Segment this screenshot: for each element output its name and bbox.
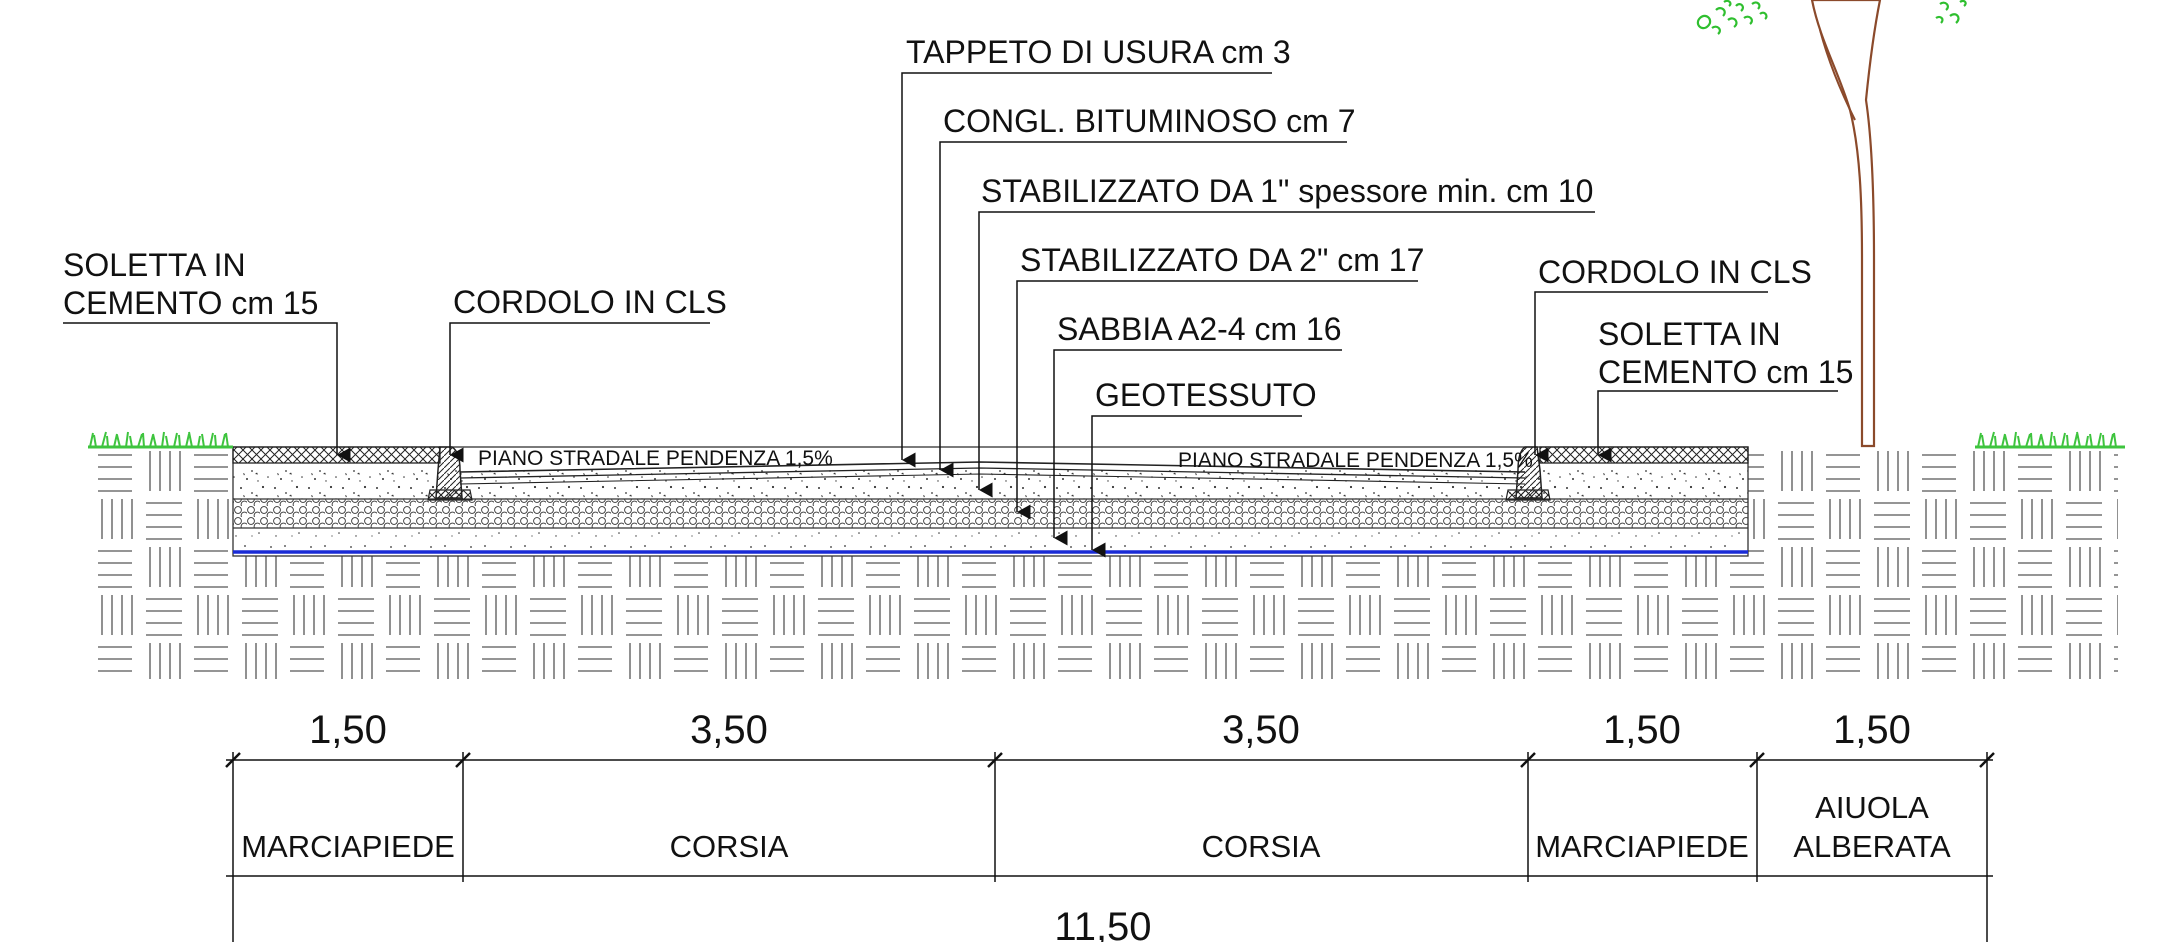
stabilizzato-2-layer: [233, 499, 1748, 528]
tree-icon: [1696, 0, 1967, 448]
grass-right: [1975, 431, 2125, 449]
segment-name-5a: AIUOLA: [1815, 790, 1929, 825]
label-soletta-right-2: CEMENTO cm 15: [1598, 354, 1853, 390]
segment-name-5b: ALBERATA: [1793, 829, 1951, 864]
dim-value-1: 1,50: [309, 708, 387, 752]
segment-name-4: MARCIAPIEDE: [1535, 829, 1749, 864]
dim-value-3: 3,50: [1222, 708, 1300, 752]
dim-total: 11,50: [1054, 905, 1151, 942]
label-stab1: STABILIZZATO DA 1" spessore min. cm 10: [981, 173, 1593, 209]
leader-cordolo-left: [449, 322, 710, 463]
leader-soletta-left: [63, 322, 351, 463]
segment-name-1: MARCIAPIEDE: [241, 829, 455, 864]
label-stab2: STABILIZZATO DA 2" cm 17: [1020, 242, 1424, 278]
dimension-chain: [225, 752, 1995, 942]
segment-name-3: CORSIA: [1202, 829, 1321, 864]
leader-sabbia: [1053, 349, 1342, 546]
leader-geotessuto: [1091, 415, 1302, 558]
leader-tappeto: [901, 72, 1272, 468]
leader-cordolo-right: [1534, 291, 1768, 463]
label-soletta-left-1: SOLETTA IN: [63, 247, 246, 283]
soletta-right: [1539, 446, 1749, 464]
label-congl: CONGL. BITUMINOSO cm 7: [943, 103, 1355, 139]
leader-congl: [939, 141, 1347, 478]
label-cordolo-left: CORDOLO IN CLS: [453, 284, 727, 320]
grass-left: [88, 431, 233, 449]
leader-stab1: [978, 211, 1595, 498]
leader-soletta-right: [1597, 390, 1838, 463]
segment-name-2: CORSIA: [670, 829, 789, 864]
label-tappeto: TAPPETO DI USURA cm 3: [906, 34, 1291, 70]
label-piano-left: PIANO STRADALE PENDENZA 1,5%: [478, 447, 833, 470]
label-sabbia: SABBIA A2-4 cm 16: [1057, 311, 1342, 347]
label-geotessuto: GEOTESSUTO: [1095, 377, 1317, 413]
dim-value-2: 3,50: [690, 708, 768, 752]
dim-value-5: 1,50: [1833, 708, 1911, 752]
tappeto-usura: [459, 461, 1526, 473]
label-piano-right: PIANO STRADALE PENDENZA 1,5%: [1178, 449, 1533, 472]
label-cordolo-right: CORDOLO IN CLS: [1538, 254, 1812, 290]
sabbia-layer: [233, 529, 1748, 551]
label-soletta-left-2: CEMENTO cm 15: [63, 285, 318, 321]
label-soletta-right-1: SOLETTA IN: [1598, 316, 1781, 352]
leader-stab2: [1016, 280, 1418, 520]
dim-value-4: 1,50: [1603, 708, 1681, 752]
